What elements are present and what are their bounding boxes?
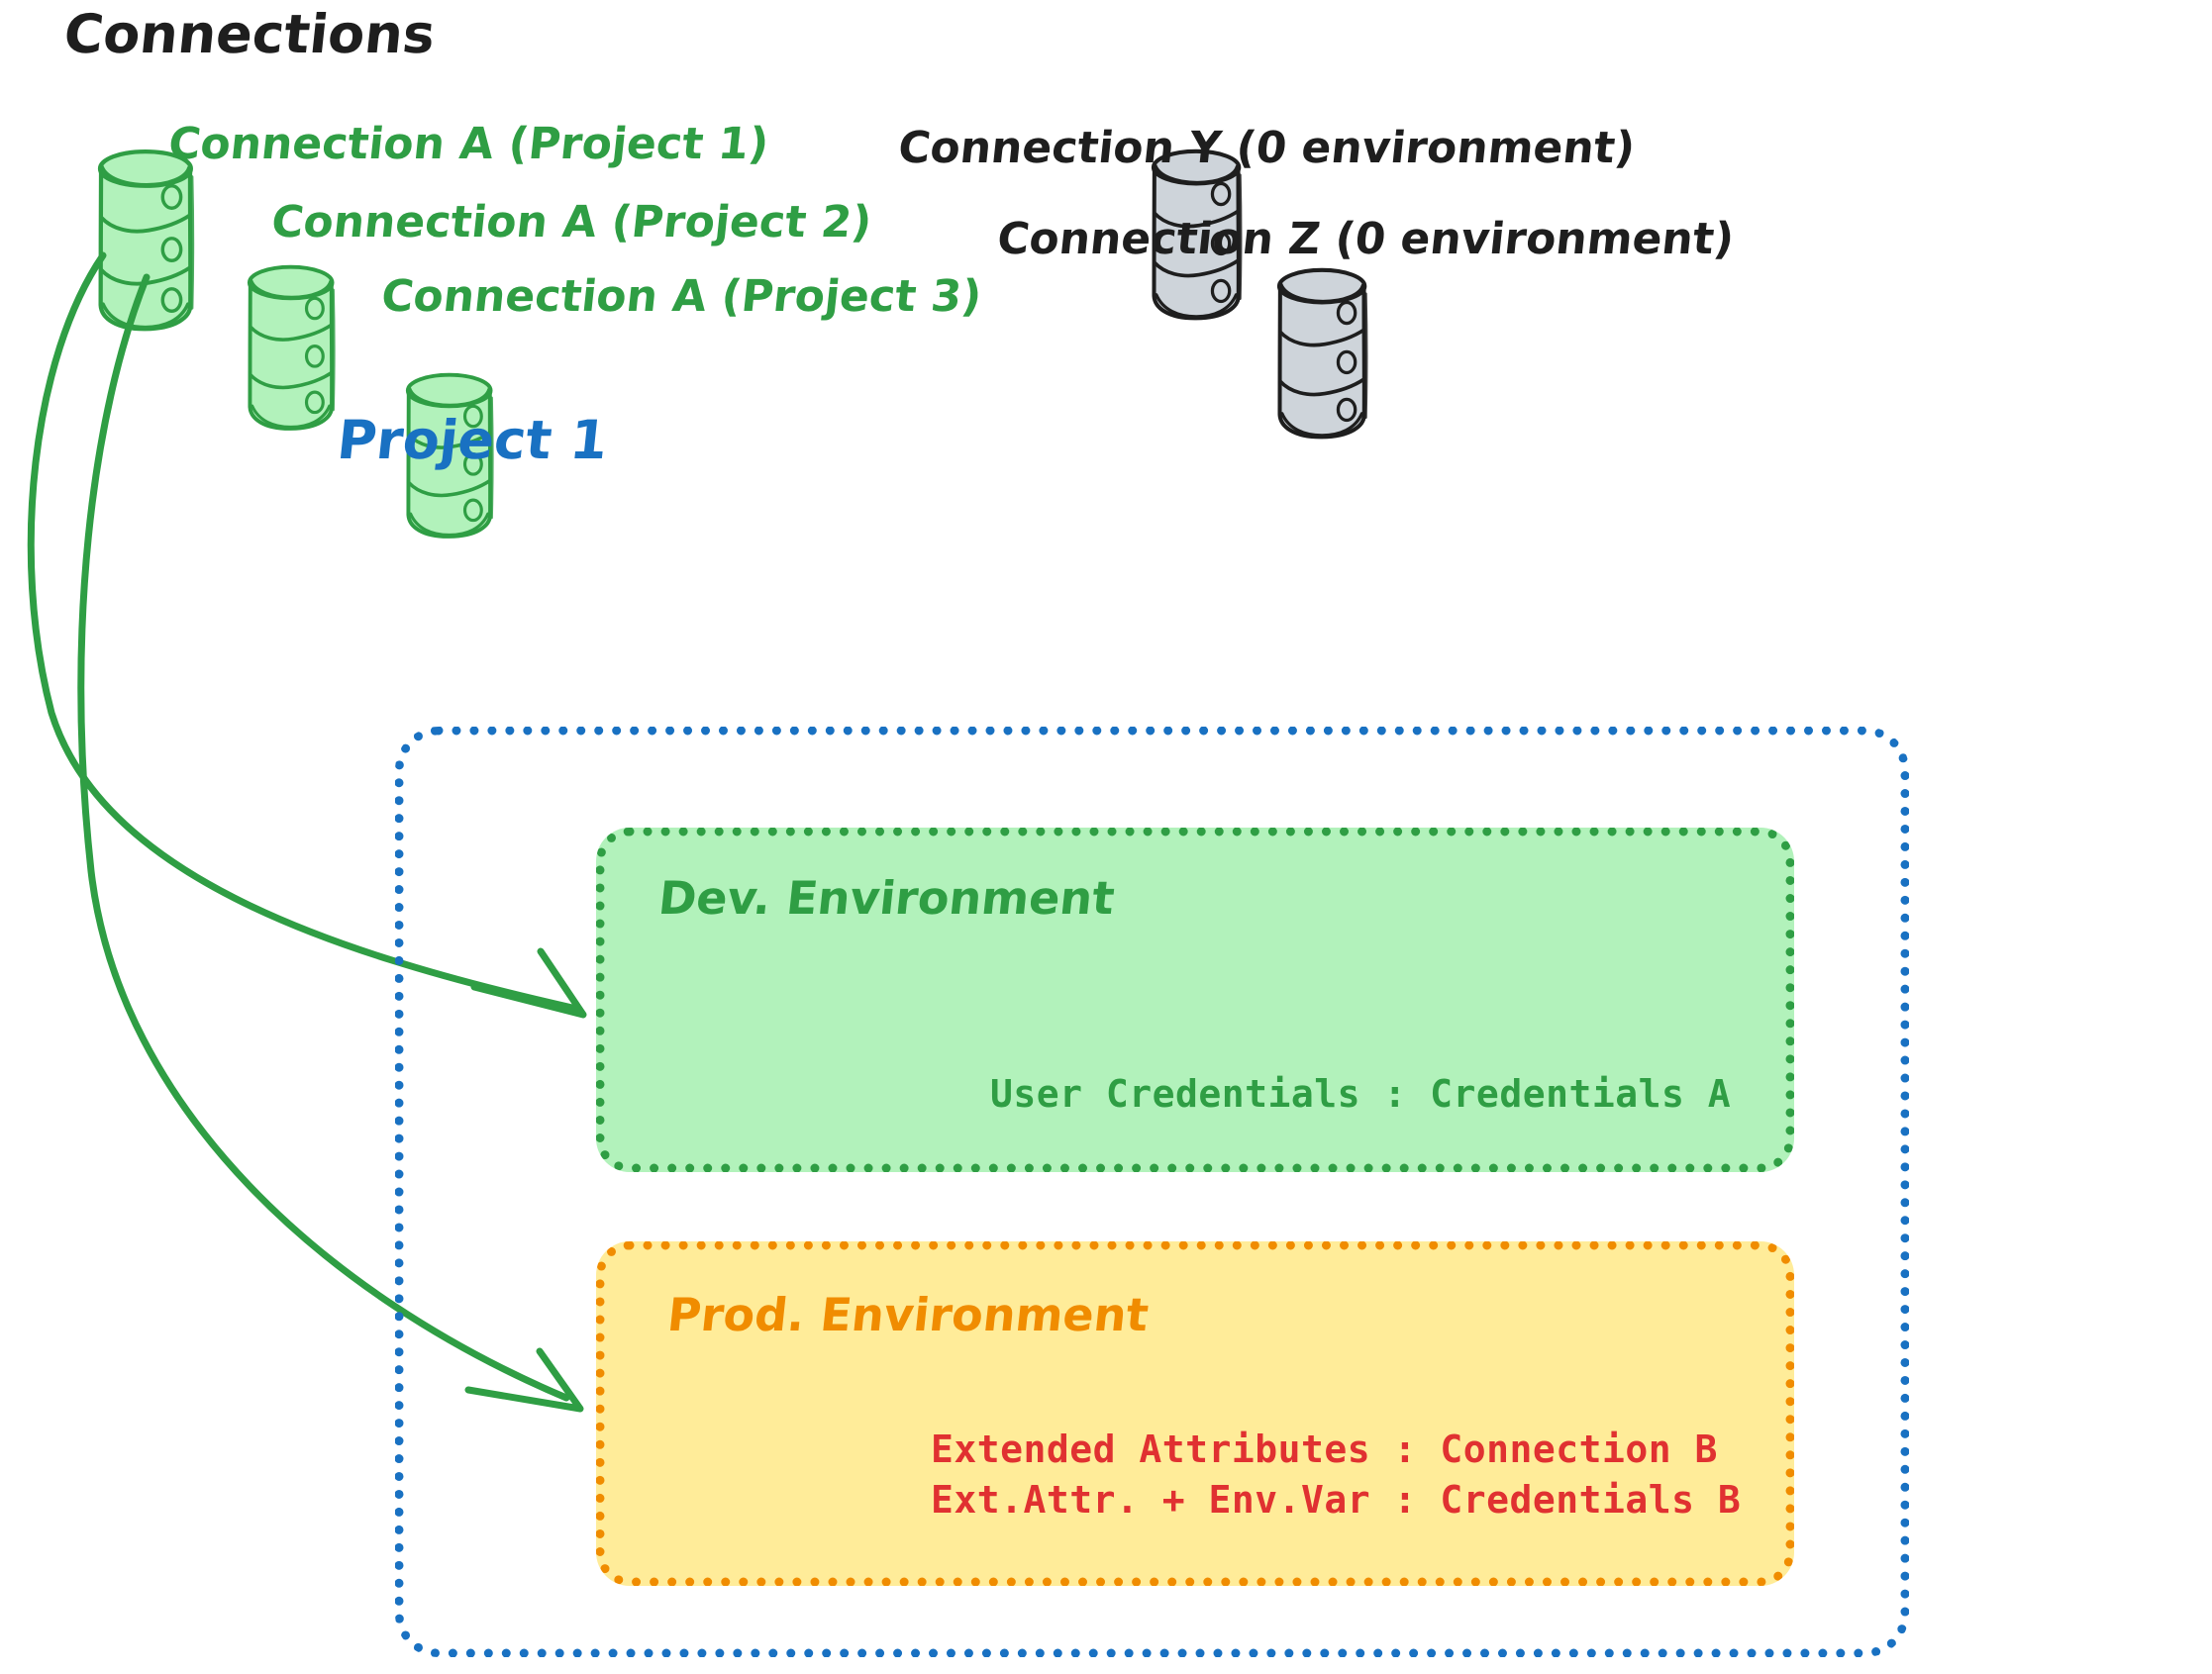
prod-env-var-line: Ext.Attr. + Env.Var : Credentials B <box>931 1478 1742 1522</box>
page-title: Connections <box>60 3 439 65</box>
connection-a1-icon <box>100 151 193 330</box>
prod-environment-title: Prod. Environment <box>664 1288 1152 1341</box>
dev-environment-title: Dev. Environment <box>655 871 1118 925</box>
connection-z-label: Connection Z (0 environment) <box>994 214 1737 264</box>
arrow-connection-a-to-prod <box>77 273 584 1413</box>
dev-environment-box <box>596 828 1794 1172</box>
connection-a1-label: Connection A (Project 1) <box>165 119 771 169</box>
prod-extended-attributes-line: Extended Attributes : Connection B <box>931 1428 1718 1471</box>
connection-y-label: Connection Y (0 environment) <box>895 123 1638 173</box>
connection-a2-icon <box>249 266 335 429</box>
prod-environment-box <box>596 1241 1794 1586</box>
project-1-title: Project 1 <box>334 409 611 471</box>
connection-z-icon <box>1278 269 1366 438</box>
dev-credentials-line: User Credentials : Credentials A <box>990 1072 1732 1116</box>
connection-a3-label: Connection A (Project 3) <box>378 271 984 322</box>
project-1-container <box>395 727 1909 1657</box>
arrow-connection-a-to-dev <box>27 251 587 1019</box>
connection-a2-label: Connection A (Project 2) <box>268 197 874 247</box>
